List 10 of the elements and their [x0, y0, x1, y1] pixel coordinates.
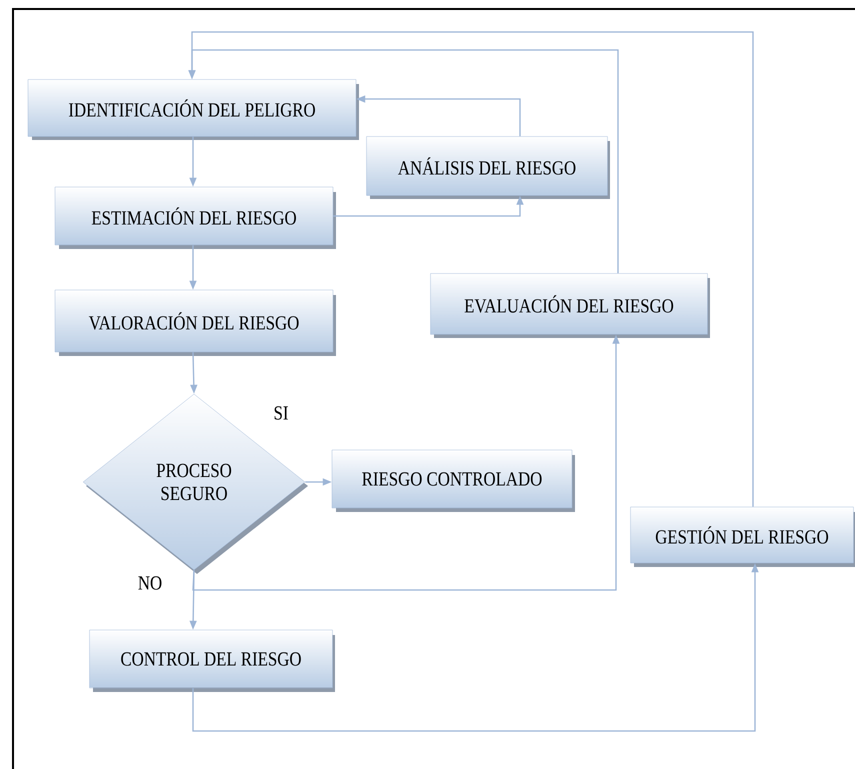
process-box: ANÁLISIS DEL RIESGO — [366, 136, 610, 199]
process-box: CONTROL DEL RIESGO — [89, 630, 335, 692]
process-box: ESTIMACIÓN DEL RIESGO — [54, 186, 336, 249]
process-box: EVALUACIÓN DEL RIESGO — [430, 273, 710, 338]
process-box: IDENTIFICACIÓN DEL PELIGRO — [28, 79, 359, 140]
edge-label: SI — [272, 405, 290, 421]
edge-label: NO — [136, 575, 164, 591]
process-box: RIESGO CONTROLADO — [332, 450, 575, 512]
process-box: GESTIÓN DEL RIESGO — [630, 506, 855, 567]
process-box: VALORACIÓN DEL RIESGO — [54, 290, 336, 356]
